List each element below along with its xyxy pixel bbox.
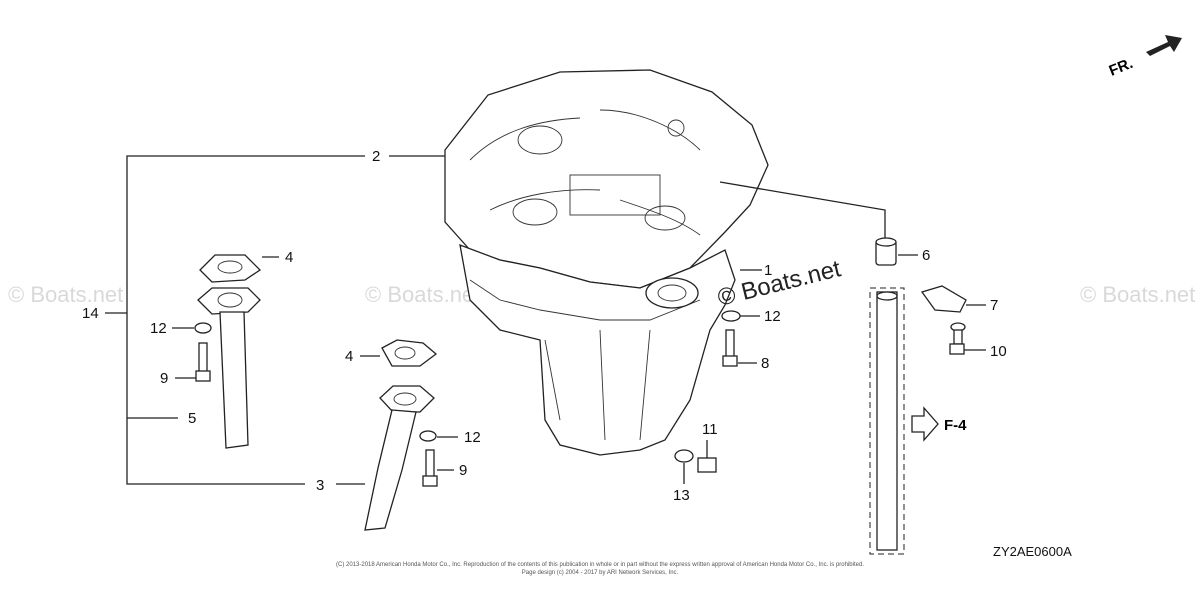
oil-pipe-lower-part <box>364 339 438 531</box>
clip-part <box>920 285 967 355</box>
oil-case-part <box>459 243 762 456</box>
callout-2: 2 <box>372 148 380 165</box>
callout-6: 6 <box>922 247 930 264</box>
direction-label: FR. <box>1107 55 1136 80</box>
watermark-left: © Boats.net <box>8 282 123 307</box>
callout-12c: 12 <box>764 308 781 325</box>
callout-3: 3 <box>316 477 324 494</box>
leader-lines <box>172 254 986 485</box>
reference-label: F-4 <box>944 417 967 434</box>
callout-9b: 9 <box>459 462 467 479</box>
watermark-mid: © Boats.net <box>365 282 480 307</box>
callout-10: 10 <box>990 343 1007 360</box>
callout-1: 1 <box>764 262 772 279</box>
callout-4b: 4 <box>345 348 353 365</box>
callout-12b: 12 <box>464 429 481 446</box>
reference-arrow-icon <box>911 406 939 442</box>
callout-13: 13 <box>673 487 690 504</box>
callout-11: 11 <box>702 421 718 438</box>
oil-pipe-upper-part <box>194 254 262 449</box>
callout-4a: 4 <box>285 249 293 266</box>
watermark-right: © Boats.net <box>1080 282 1195 307</box>
callout-9a: 9 <box>160 370 168 387</box>
assembly-bracket <box>105 155 447 485</box>
callout-5: 5 <box>188 410 196 427</box>
direction-arrow-icon: FR. <box>1107 35 1182 80</box>
diagram-code: ZY2AE0600A <box>993 544 1072 559</box>
copyright-line-1: (C) 2013-2018 American Honda Motor Co., … <box>336 562 864 568</box>
dipstick-tube-part <box>869 237 905 555</box>
callout-7: 7 <box>990 297 998 314</box>
callout-14: 14 <box>82 305 99 322</box>
copyright-line-2: Page design (c) 2004 - 2017 by ARI Netwo… <box>522 570 679 576</box>
callout-12a: 12 <box>150 320 167 337</box>
fastener-parts <box>674 310 741 473</box>
leader-line-6 <box>719 181 886 238</box>
watermark-center: © Boats.net <box>715 255 844 312</box>
callout-8: 8 <box>761 355 769 372</box>
